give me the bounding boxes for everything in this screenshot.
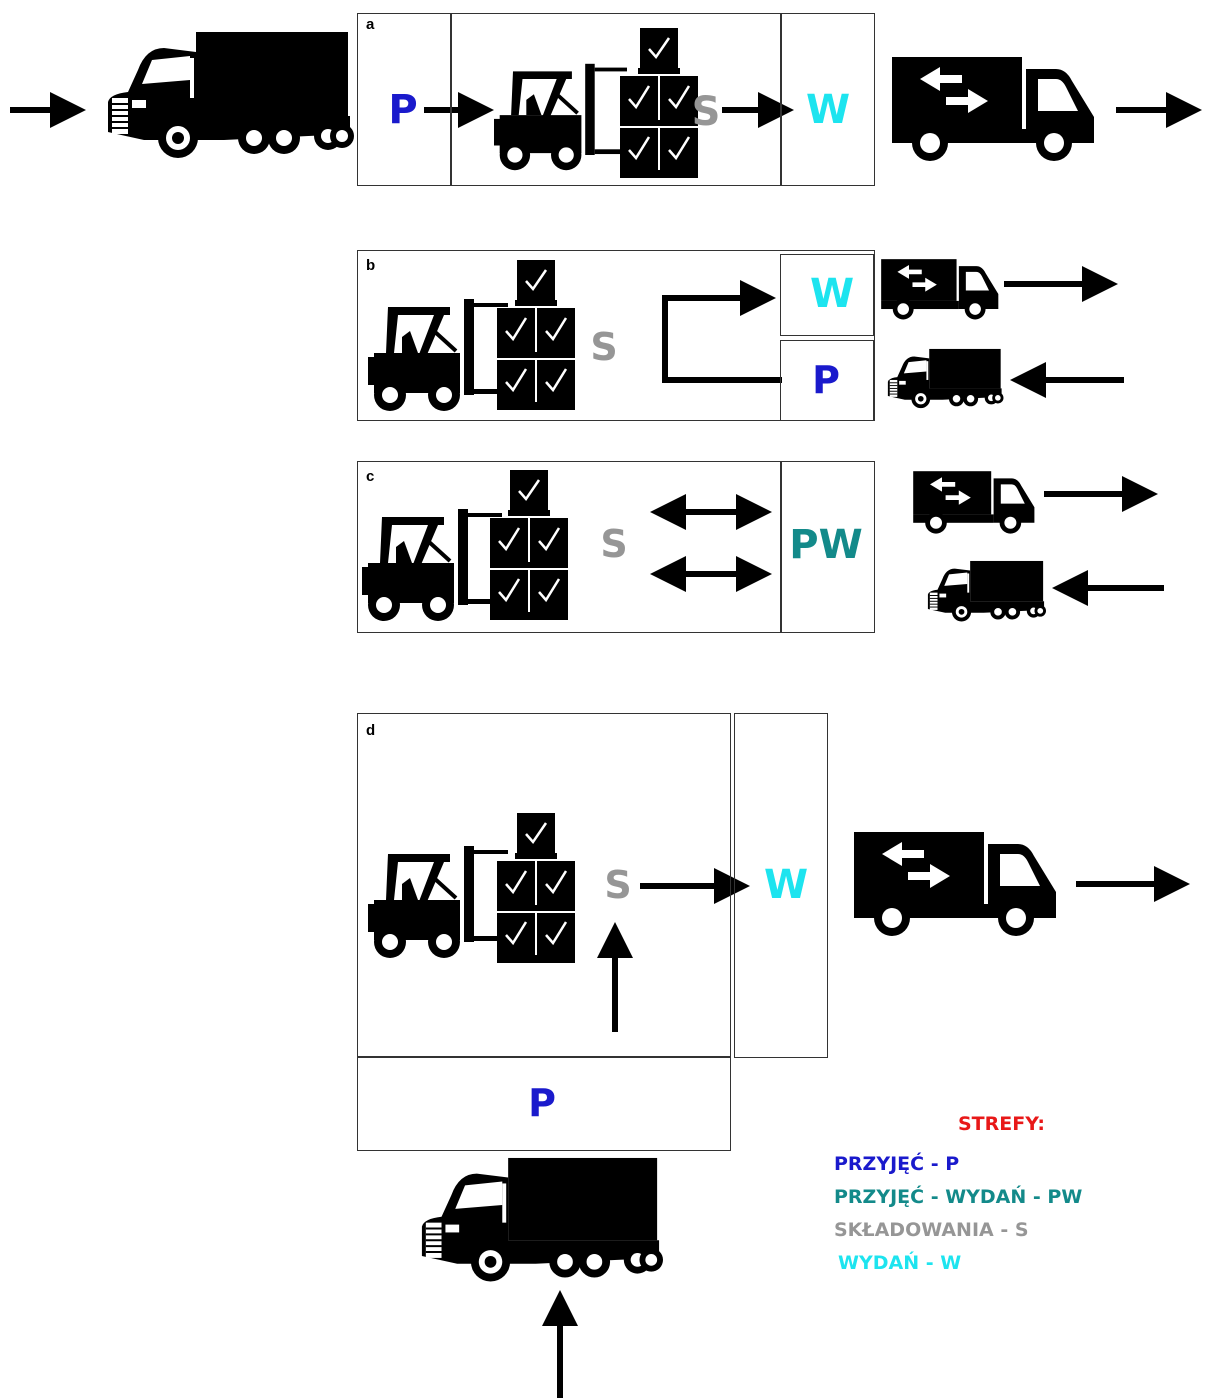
van-icon <box>854 832 1056 936</box>
panel-d-frame <box>357 713 731 1058</box>
panel-d-label: d <box>366 722 375 739</box>
zone-s-label: S <box>604 866 631 904</box>
zone-pw-label: PW <box>789 525 862 565</box>
zone-s-label: S <box>600 525 627 563</box>
zone-w-label: W <box>806 90 850 130</box>
panel-b-label: b <box>366 257 375 274</box>
legend-item-skladowania: SKŁADOWANIA - S <box>834 1219 1029 1241</box>
panel-c-label: c <box>366 468 374 485</box>
truck-icon <box>928 561 1046 621</box>
panel-a-frame <box>357 13 875 186</box>
zone-p-label: P <box>388 90 417 130</box>
legend-item-przyjec: PRZYJĘĆ - P <box>834 1153 959 1175</box>
zone-w-label: W <box>764 865 808 905</box>
zone-s-label: S <box>692 92 721 132</box>
zone-s-label: S <box>590 328 617 366</box>
panel-a-divider-w <box>780 13 782 186</box>
truck-icon <box>422 1158 663 1281</box>
panel-a-label: a <box>366 16 374 33</box>
legend-title: STREFY: <box>958 1113 1045 1135</box>
zone-p-label: P <box>528 1084 556 1122</box>
panel-c-divider-pw <box>780 461 782 633</box>
legend-item-wydan: WYDAŃ - W <box>838 1252 961 1274</box>
panel-a-divider-p <box>450 13 452 186</box>
truck-icon <box>108 32 354 158</box>
zone-p-label: P <box>812 361 840 399</box>
van-icon <box>913 471 1034 533</box>
van-icon <box>881 259 998 319</box>
legend-item-przyjec-wydan: PRZYJĘĆ - WYDAŃ - PW <box>834 1186 1082 1208</box>
van-icon <box>892 57 1094 161</box>
truck-icon <box>888 349 1004 408</box>
zone-w-label: W <box>810 274 854 314</box>
